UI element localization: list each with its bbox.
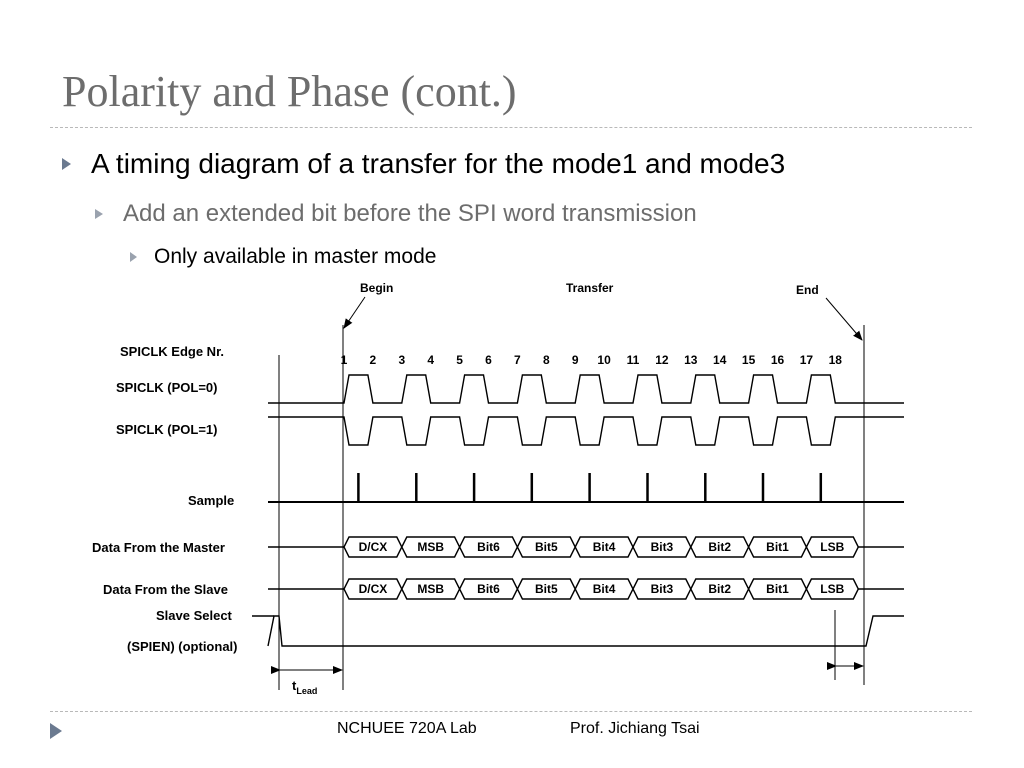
master-bit-label: Bit4 xyxy=(593,540,616,554)
edge-number: 14 xyxy=(713,353,727,367)
end-label: End xyxy=(796,283,819,297)
slave-bit-label: Bit6 xyxy=(477,582,500,596)
slave-bit-label: Bit2 xyxy=(708,582,731,596)
bullet-level1: A timing diagram of a transfer for the m… xyxy=(62,148,785,180)
clk-pol1-label: SPICLK (POL=1) xyxy=(116,422,218,437)
signal-labels: SPICLK Edge Nr. SPICLK (POL=0) SPICLK (P… xyxy=(92,344,238,654)
slave-bit-label: Bit3 xyxy=(651,582,674,596)
edge-number: 5 xyxy=(456,353,463,367)
master-label: Data From the Master xyxy=(92,540,225,555)
end-arrow xyxy=(825,297,863,341)
edge-number: 13 xyxy=(684,353,698,367)
title-divider xyxy=(50,127,972,128)
ss-label-line1: Slave Select xyxy=(156,608,233,623)
master-bit-label: MSB xyxy=(417,540,444,554)
slave-bit-label: MSB xyxy=(417,582,444,596)
data-from-master-row: D/CX MSB Bit6 Bit5 Bit4 Bit3 Bit2 Bit1 LSB xyxy=(268,536,904,558)
master-bit-label: Bit2 xyxy=(708,540,731,554)
edge-number: 7 xyxy=(514,353,521,367)
bullet-level2-text: Add an extended bit before the SPI word … xyxy=(123,200,697,227)
edge-number: 18 xyxy=(829,353,843,367)
slave-bit-label: D/CX xyxy=(359,582,388,596)
master-bit-label: Bit6 xyxy=(477,540,500,554)
timing-annotations: tLead xyxy=(271,662,864,696)
footer-author: Prof. Jichiang Tsai xyxy=(570,720,700,737)
master-bit-label: Bit5 xyxy=(535,540,558,554)
spiclk-pol0-waveform xyxy=(268,374,904,404)
slave-bit-label: Bit1 xyxy=(766,582,789,596)
slave-bit-label: Bit5 xyxy=(535,582,558,596)
bullet-arrow-icon xyxy=(130,252,137,262)
master-bit-label: LSB xyxy=(820,540,844,554)
slave-label: Data From the Slave xyxy=(103,582,228,597)
edge-number: 3 xyxy=(398,353,405,367)
footer-lab: NCHUEE 720A Lab xyxy=(337,720,477,737)
master-bit-label: Bit3 xyxy=(651,540,674,554)
bullet-level3-text: Only available in master mode xyxy=(154,245,437,268)
slave-bit-cell xyxy=(805,578,860,600)
footer-arrow-icon xyxy=(50,723,62,739)
edge-number: 15 xyxy=(742,353,756,367)
slave-bit-label: LSB xyxy=(820,582,844,596)
ss-trace xyxy=(267,615,904,647)
master-bit-cell xyxy=(805,536,860,558)
vertical-markers xyxy=(278,325,865,690)
bullet-arrow-icon xyxy=(62,158,71,170)
edge-number: 1 xyxy=(341,353,348,367)
edge-number: 10 xyxy=(597,353,611,367)
edge-number: 17 xyxy=(800,353,814,367)
slide-title: Polarity and Phase (cont.) xyxy=(62,67,517,116)
begin-label: Begin xyxy=(360,281,393,295)
tlead-label: tLead xyxy=(292,678,317,696)
edge-number: 16 xyxy=(771,353,785,367)
edge-number: 2 xyxy=(370,353,377,367)
edge-number: 8 xyxy=(543,353,550,367)
edge-number: 9 xyxy=(572,353,579,367)
edge-number: 4 xyxy=(427,353,434,367)
spiclk-pol1-waveform xyxy=(268,416,904,446)
sample-label: Sample xyxy=(188,493,234,508)
edge-number: 12 xyxy=(655,353,669,367)
master-bit-label: D/CX xyxy=(359,540,388,554)
edge-nr-label: SPICLK Edge Nr. xyxy=(120,344,224,359)
bullet-level2: Add an extended bit before the SPI word … xyxy=(95,200,697,228)
begin-arrow xyxy=(343,296,366,329)
tlead-t: t xyxy=(292,678,297,693)
bullet-level3: Only available in master mode xyxy=(130,245,436,269)
sample-line xyxy=(268,473,904,503)
bullet-arrow-icon xyxy=(95,209,103,219)
ss-label-line2: (SPIEN) (optional) xyxy=(127,639,238,654)
edge-number: 6 xyxy=(485,353,492,367)
bullet-level1-text: A timing diagram of a transfer for the m… xyxy=(91,148,786,179)
master-bit-label: Bit1 xyxy=(766,540,789,554)
clk-pol0-label: SPICLK (POL=0) xyxy=(116,380,218,395)
edge-number: 11 xyxy=(627,353,640,367)
footer-divider xyxy=(50,711,972,712)
slave-bit-label: Bit4 xyxy=(593,582,616,596)
transfer-label: Transfer xyxy=(566,281,614,295)
slave-select-waveform xyxy=(252,615,904,647)
phase-labels: Begin Transfer End xyxy=(343,281,863,341)
tlead-sub: Lead xyxy=(296,686,317,696)
data-from-slave-row: D/CX MSB Bit6 Bit5 Bit4 Bit3 Bit2 Bit1 LSB xyxy=(268,578,904,600)
